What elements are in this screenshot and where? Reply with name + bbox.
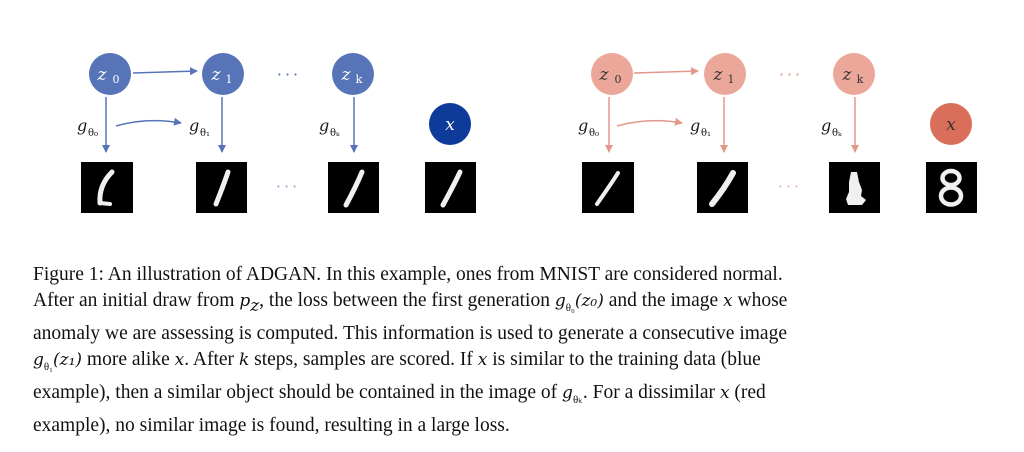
- gen-label-g0: g θ₀: [578, 116, 599, 139]
- svg-text:θₖ: θₖ: [330, 128, 340, 139]
- generated-image-0: [582, 162, 634, 213]
- svg-text:θₖ: θₖ: [832, 128, 842, 139]
- gen-label-g0: g θ₀: [77, 116, 98, 139]
- generated-image-k: [328, 162, 379, 213]
- svg-text:k: k: [356, 73, 363, 86]
- svg-text:1: 1: [728, 73, 735, 86]
- generated-image-1: [697, 162, 748, 213]
- caption-line-1: Figure 1: An illustration of ADGAN. In t…: [33, 264, 783, 285]
- arrow-z0-z1: [633, 67, 699, 76]
- node-x: x: [429, 103, 471, 145]
- svg-text:z: z: [97, 65, 108, 85]
- caption-line-5: example), then a similar object should b…: [33, 381, 766, 406]
- svg-text:0: 0: [113, 73, 120, 86]
- node-z1: z 1: [202, 53, 244, 95]
- svg-text:θ₁: θ₁: [200, 128, 210, 139]
- svg-text:g: g: [77, 116, 87, 135]
- svg-text:g: g: [189, 116, 199, 135]
- caption-line-2: After an initial draw from pz, the loss …: [33, 290, 788, 316]
- generated-image-k: [829, 162, 880, 213]
- ellipsis-top-blue: ···: [277, 65, 301, 84]
- arrow-g0-g1: [115, 117, 182, 127]
- caption-line-6: example), no similar image is found, res…: [33, 414, 510, 436]
- node-zk: z k: [833, 53, 875, 95]
- svg-text:x: x: [946, 115, 956, 135]
- node-x: x: [930, 103, 972, 145]
- caption-line-3: anomaly we are assessing is computed. Th…: [33, 322, 787, 344]
- svg-text:z: z: [599, 65, 610, 85]
- svg-text:z: z: [211, 65, 222, 85]
- generated-image-1: [196, 162, 247, 213]
- node-z0: z 0: [89, 53, 131, 95]
- blue-panel: z 0 z 1 ··· z k x g θ₀ g θ₁ g θₖ: [77, 53, 476, 213]
- node-zk: z k: [332, 53, 374, 95]
- ellipsis-images-red: ···: [778, 177, 802, 196]
- gen-label-gk: g θₖ: [319, 116, 340, 139]
- svg-text:1: 1: [226, 73, 233, 86]
- node-z0: z 0: [591, 53, 633, 95]
- svg-text:0: 0: [615, 73, 622, 86]
- node-z1: z 1: [704, 53, 746, 95]
- adgan-diagram: z 0 z 1 ··· z k x g θ₀ g θ₁ g θₖ: [77, 53, 977, 213]
- svg-text:z: z: [842, 65, 853, 85]
- gen-label-g1: g θ₁: [189, 116, 210, 139]
- svg-text:g: g: [821, 116, 831, 135]
- svg-text:k: k: [857, 73, 864, 86]
- svg-text:g: g: [690, 116, 700, 135]
- query-image-x: [926, 162, 977, 213]
- red-panel: z 0 z 1 ··· z k x g θ₀ g θ₁ g θₖ: [578, 53, 977, 213]
- svg-text:θ₀: θ₀: [88, 128, 98, 139]
- generated-image-0: [81, 162, 133, 213]
- svg-text:z: z: [341, 65, 352, 85]
- svg-text:x: x: [445, 115, 455, 135]
- gen-label-g1: g θ₁: [690, 116, 711, 139]
- gen-label-gk: g θₖ: [821, 116, 842, 139]
- svg-text:θ₀: θ₀: [589, 128, 599, 139]
- figure-caption: Figure 1: An illustration of ADGAN. In t…: [33, 262, 991, 439]
- svg-text:z: z: [713, 65, 724, 85]
- caption-line-4: gθ₁(z₁) more alike x. After k steps, sam…: [33, 348, 761, 373]
- ellipsis-images-blue: ···: [276, 177, 300, 196]
- ellipsis-top-red: ···: [779, 65, 803, 84]
- query-image-x: [425, 162, 476, 213]
- svg-text:g: g: [319, 116, 329, 135]
- svg-text:g: g: [578, 116, 588, 135]
- arrow-z0-z1: [132, 67, 198, 76]
- arrow-g0-g1: [616, 117, 683, 127]
- svg-text:θ₁: θ₁: [701, 128, 711, 139]
